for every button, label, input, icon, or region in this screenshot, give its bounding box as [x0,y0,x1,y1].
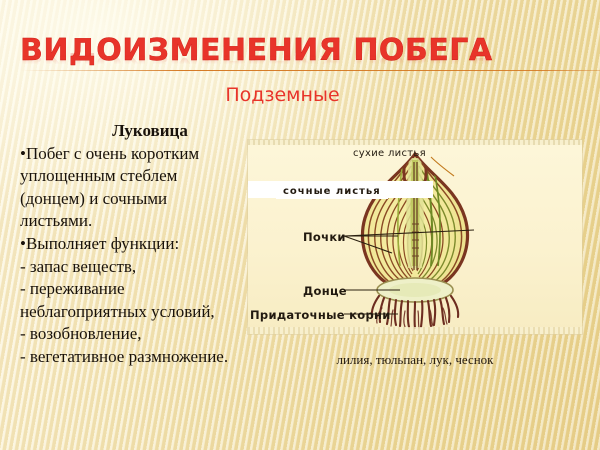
label-basal-plate: Донце [303,284,347,298]
label-dry-leaves: сухие листья [353,148,426,159]
body-line: уплощенным стеблем [20,166,178,186]
label-juicy-leaves: сочные листья [276,184,388,199]
body-line: •Побег с очень коротким [20,143,200,163]
adventitious-roots [370,294,460,330]
leader-dry-leaves [430,156,455,177]
page-subtitle: Подземные [225,84,340,106]
page-title: Видоизменения побега [20,33,493,68]
bulb-diagram-image: сухие листья сочные листья Почки Донце П… [248,140,582,334]
body-line: •Выполняет функции: [20,234,180,254]
leader-lines [343,156,475,315]
title-divider [20,70,600,71]
body-line: - возобновление, [20,324,142,344]
bulb-illustration [343,151,475,330]
body-line: неблагоприятных условий, [20,301,215,321]
body-text-block: Луковица •Побег с очень коротким уплощен… [20,120,272,369]
leader-buds-b [343,235,393,254]
label-adventitious-roots: Придаточные корни [250,308,391,322]
body-line: - вегетативное размножение. [20,347,229,367]
body-line: листьями. [20,211,93,231]
leader-buds-a [343,229,475,237]
figure-caption: лилия, тюльпан, лук, чеснок [336,352,494,367]
body-heading: Луковица [112,121,188,140]
image-bottom-edge-texture [248,327,582,334]
label-buds: Почки [303,230,346,244]
title-block: Видоизменения побега Видоизменения побег… [20,33,580,96]
body-line: (донцем) и сочными [20,188,168,208]
body-line: - запас веществ, [20,256,137,276]
image-top-edge-texture [248,140,582,145]
body-line: - переживание [20,279,125,299]
